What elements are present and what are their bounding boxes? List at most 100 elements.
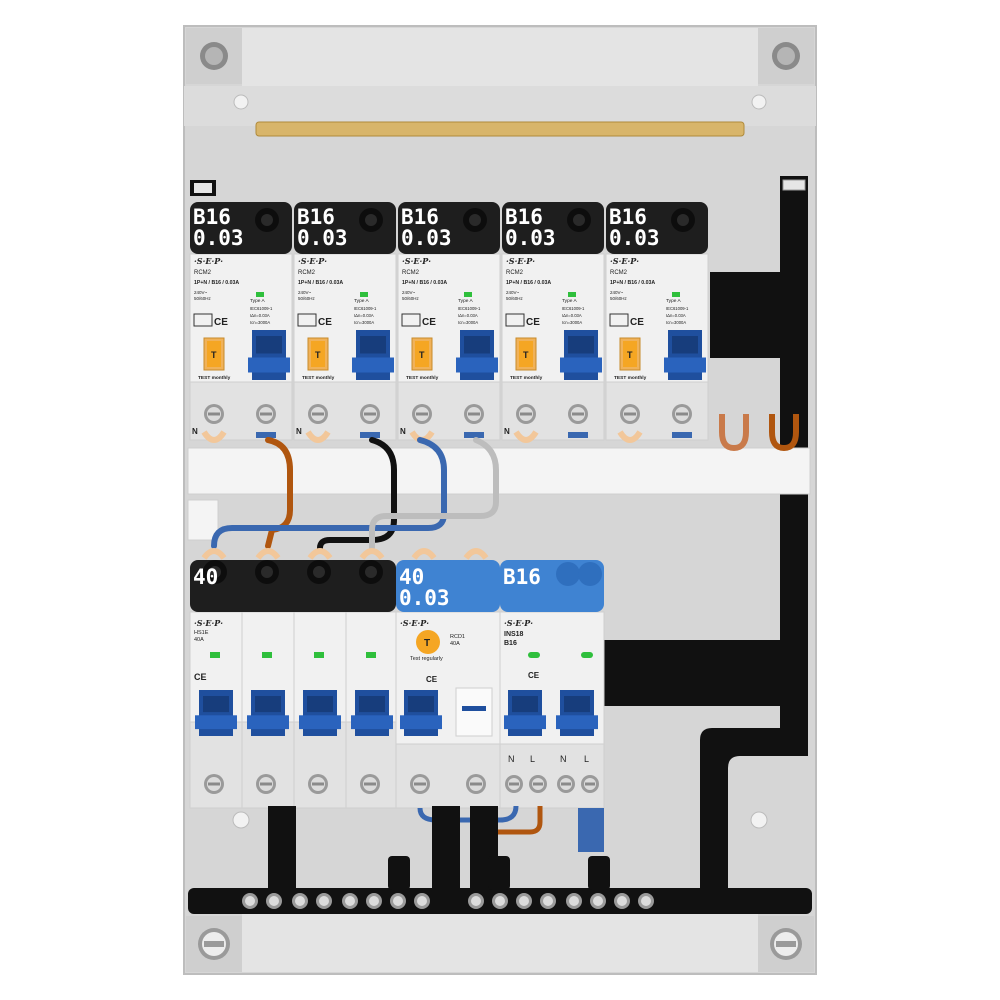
screw-cap-top-inner xyxy=(573,214,585,226)
type-text: Type A xyxy=(354,298,369,304)
screw-cap-top-inner xyxy=(677,214,689,226)
bar-terminal-screw-face xyxy=(369,896,379,906)
type-text: Type A xyxy=(250,298,265,304)
comb-pin xyxy=(255,548,281,560)
comb-pin xyxy=(201,548,227,560)
main-switch-toggle[interactable] xyxy=(351,690,393,736)
comb-pin xyxy=(201,430,227,443)
main-switch-toggle[interactable] xyxy=(299,690,341,736)
model-text: INS18 xyxy=(504,631,524,638)
mcb-terminal-n1: N xyxy=(508,754,515,764)
neutral-marker: N xyxy=(504,427,510,436)
screw-cap-top-inner xyxy=(261,214,273,226)
model-text: RCM2 xyxy=(298,270,316,276)
icn-text: Icn=3000A xyxy=(562,320,582,325)
rcd-indicator-bar xyxy=(462,706,486,711)
volt-text: 240V~ xyxy=(506,290,520,295)
rating-text: B16 xyxy=(297,205,335,229)
comb-pin xyxy=(307,548,333,560)
model-text: RCM2 xyxy=(194,270,212,276)
corner-screw-bl xyxy=(186,916,242,972)
screw-cap-top xyxy=(578,562,602,586)
terminal-screw-slot xyxy=(208,412,220,416)
top-cover-strip xyxy=(242,28,758,86)
toggle-base xyxy=(504,715,546,730)
terminal-screw-slot xyxy=(468,412,480,416)
sensitivity-text: 0.03 xyxy=(193,226,244,250)
bar-terminal-screw-face xyxy=(245,896,255,906)
ce-mark: CE xyxy=(318,317,332,328)
test-button[interactable]: T xyxy=(515,337,537,371)
comb-busbar-end xyxy=(187,499,219,541)
brand-logo: ·S·E·P· xyxy=(504,618,533,628)
test-button[interactable]: T xyxy=(619,337,641,371)
wire-blue xyxy=(211,437,447,549)
brand-logo: ·S·E·P· xyxy=(400,618,429,628)
test-text: TEST monthly xyxy=(510,375,543,381)
brand-logo: ·S·E·P· xyxy=(402,256,431,266)
std-text: IEC61009-1 xyxy=(354,306,377,311)
ce-mark: CE xyxy=(422,317,436,328)
model-text: RCD1 xyxy=(450,634,465,640)
volt-text: 240V~ xyxy=(610,290,624,295)
status-led xyxy=(464,292,472,297)
bar-terminal-screw-face xyxy=(641,896,651,906)
toggle-base xyxy=(352,357,394,373)
std-text: IEC61009-1 xyxy=(666,306,689,311)
rcd-label xyxy=(396,560,500,612)
ce-mark: CE xyxy=(426,675,438,684)
test-button-glyph: T xyxy=(419,350,425,360)
test-button[interactable]: T xyxy=(307,337,329,371)
rcd-toggle[interactable] xyxy=(400,690,442,736)
blue-end-cap xyxy=(578,808,604,852)
bar-terminal-screw-face xyxy=(519,896,529,906)
comb-pin xyxy=(513,430,539,443)
busbar-clip-left-inner xyxy=(194,183,212,193)
toggle-lever[interactable] xyxy=(248,330,290,380)
bar-terminal-screw-face xyxy=(295,896,305,906)
toggle-base xyxy=(195,715,237,730)
test-button[interactable]: T xyxy=(203,337,225,371)
rcd-terminal-block xyxy=(395,743,501,809)
type-text: Type A xyxy=(666,298,681,304)
comb-pin-spare xyxy=(769,414,799,452)
mcb-toggle[interactable] xyxy=(556,690,598,736)
bar-terminal-screw-face xyxy=(345,896,355,906)
toggle-lever[interactable] xyxy=(560,330,602,380)
main-switch-terminal-block xyxy=(189,721,397,809)
test-button-face xyxy=(415,341,429,367)
mcb-toggle[interactable] xyxy=(504,690,546,736)
idn-text: IΔn=0.03A xyxy=(458,313,478,318)
volt-text: 240V~ xyxy=(402,290,416,295)
toggle-base xyxy=(247,715,289,730)
toggle-base xyxy=(400,715,442,730)
toggle-lever[interactable] xyxy=(456,330,498,380)
neutral-marker: N xyxy=(192,427,198,436)
status-led xyxy=(256,292,264,297)
sensitivity-text: 0.03 xyxy=(297,226,348,250)
test-button-face xyxy=(207,341,221,367)
rcd-test-button[interactable]: T xyxy=(416,630,440,654)
sensitivity-text: 0.03 xyxy=(401,226,452,250)
main-switch-toggle[interactable] xyxy=(247,690,289,736)
comb-pin xyxy=(463,548,489,560)
test-button[interactable]: T xyxy=(411,337,433,371)
bar-terminal-screw-face xyxy=(319,896,329,906)
rating-text: B16 xyxy=(401,205,439,229)
toggle-lever[interactable] xyxy=(664,330,706,380)
screw-cap-top xyxy=(556,562,580,586)
test-button-face xyxy=(519,341,533,367)
brand-logo: ·S·E·P· xyxy=(194,256,223,266)
main-switch-toggle[interactable] xyxy=(195,690,237,736)
toggle-lever[interactable] xyxy=(352,330,394,380)
terminal-screws xyxy=(242,893,654,909)
comb-pin xyxy=(305,430,331,443)
test-text: TEST monthly xyxy=(198,375,231,381)
current-text: B16 xyxy=(504,640,517,647)
terminal-screw-slot xyxy=(260,412,272,416)
terminal-screw-slot xyxy=(533,782,543,786)
status-led xyxy=(672,292,680,297)
row2-modules: 40·S·E·P·HS1E40ACE400.03·S·E·P·RCD140ATT… xyxy=(189,548,605,852)
corner-screw-tr xyxy=(758,28,814,84)
